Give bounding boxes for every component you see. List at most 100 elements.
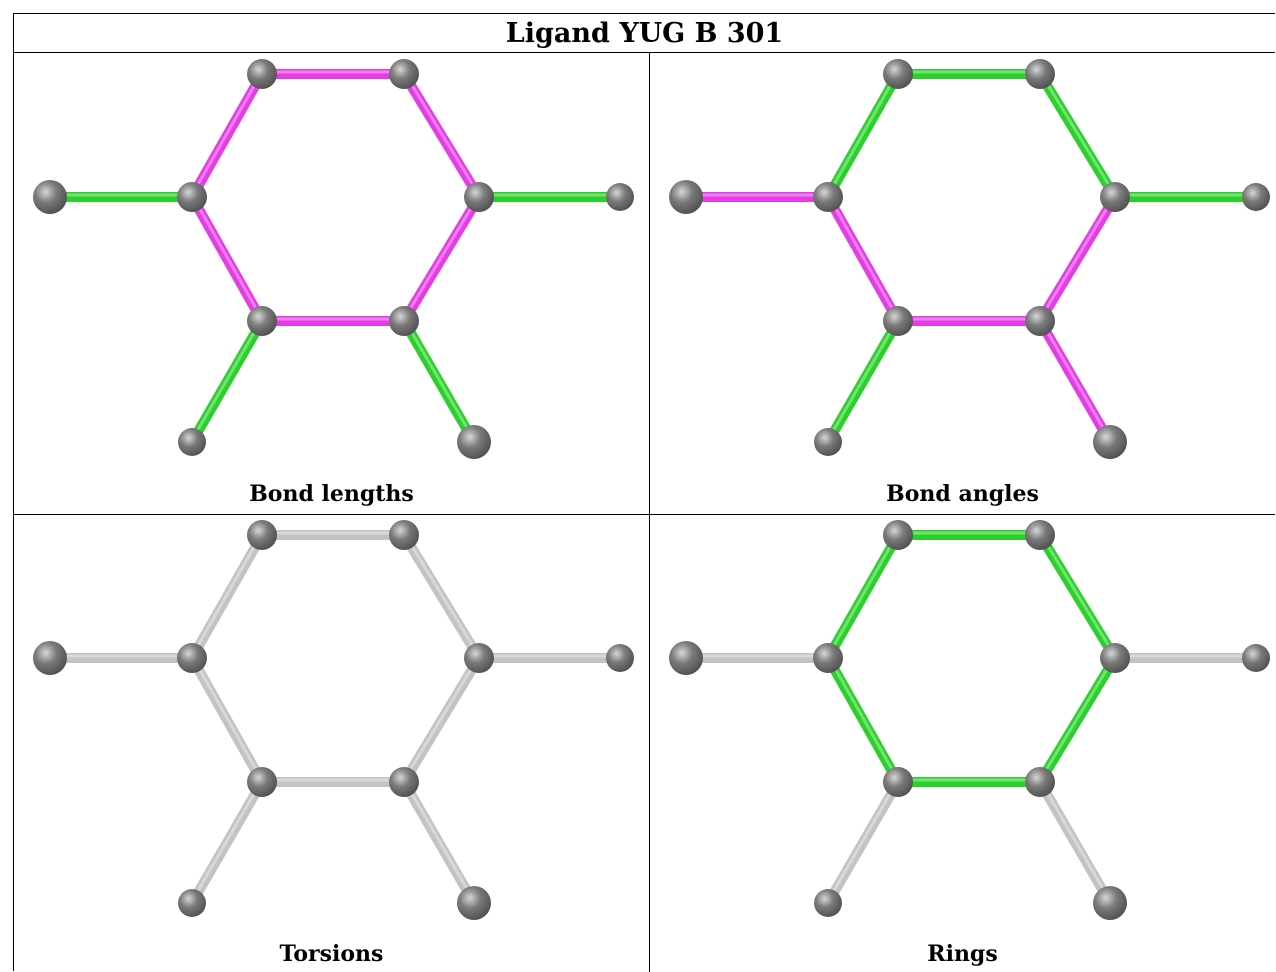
- panel-bond-lengths: Bond lengths: [14, 54, 649, 514]
- atom-1: [389, 520, 419, 550]
- bond-5-0: [187, 530, 267, 663]
- atom-1: [389, 59, 419, 89]
- atom-6: [669, 180, 703, 214]
- bond-highlight-3-9: [402, 778, 476, 903]
- bond-highlight-2-3: [402, 654, 481, 782]
- bond-2-3: [399, 653, 484, 787]
- atom-9: [1093, 425, 1127, 459]
- atom-5: [177, 182, 207, 212]
- bond-highlight-1-2: [1038, 531, 1117, 658]
- caption-bond-lengths: Bond lengths: [249, 481, 414, 507]
- vertical-divider: [649, 53, 650, 972]
- bond-1-2: [399, 530, 484, 663]
- atom-5: [813, 182, 843, 212]
- bond-highlight-4-8: [826, 317, 900, 442]
- bond-highlight-5-0: [190, 531, 264, 658]
- atom-4: [883, 767, 913, 797]
- molecule-bond-angles: [669, 59, 1270, 459]
- bond-2-3: [1035, 192, 1120, 326]
- atom-5: [177, 643, 207, 673]
- bond-highlight-3-9: [1038, 778, 1112, 903]
- bond-2-3: [1035, 653, 1120, 787]
- atom-2: [1100, 182, 1130, 212]
- atom-9: [1093, 886, 1127, 920]
- atom-5: [813, 643, 843, 673]
- atom-6: [33, 641, 67, 675]
- bond-highlight-4-8: [826, 778, 900, 903]
- atom-3: [389, 306, 419, 336]
- atom-4: [247, 767, 277, 797]
- atom-9: [457, 425, 491, 459]
- bond-highlight-5-0: [190, 70, 264, 197]
- bond-1-2: [1035, 530, 1120, 663]
- bond-4-5: [823, 653, 903, 787]
- atom-8: [178, 889, 206, 917]
- bond-highlight-3-9: [402, 317, 476, 442]
- bond-5-0: [823, 69, 903, 202]
- bond-highlight-4-8: [190, 778, 264, 903]
- atom-4: [883, 306, 913, 336]
- bond-4-8: [187, 777, 267, 908]
- bond-3-9: [1035, 316, 1115, 447]
- atom-1: [1025, 520, 1055, 550]
- bond-highlight-5-0: [826, 531, 900, 658]
- panel-torsions: Torsions: [14, 515, 649, 972]
- atom-9: [457, 886, 491, 920]
- panel-rings: Rings: [650, 515, 1275, 972]
- bond-4-8: [187, 316, 267, 447]
- bond-highlight-4-8: [190, 317, 264, 442]
- bond-1-2: [399, 69, 484, 202]
- atom-6: [669, 641, 703, 675]
- bond-highlight-4-5: [190, 193, 264, 321]
- bond-highlight-3-9: [1038, 317, 1112, 442]
- atom-0: [247, 59, 277, 89]
- atom-7: [606, 644, 634, 672]
- bond-5-0: [187, 69, 267, 202]
- atom-2: [464, 182, 494, 212]
- molecule-bond-lengths: [33, 59, 634, 459]
- bond-4-5: [823, 192, 903, 326]
- bond-highlight-4-5: [826, 654, 900, 782]
- title-row: Ligand YUG B 301: [14, 14, 1275, 53]
- bond-4-5: [187, 653, 267, 787]
- bond-highlight-4-5: [190, 654, 264, 782]
- figure-title: Ligand YUG B 301: [505, 17, 784, 49]
- caption-bond-angles: Bond angles: [886, 481, 1039, 507]
- bond-4-8: [823, 777, 903, 908]
- bond-4-5: [187, 192, 267, 326]
- horizontal-divider: [14, 514, 1275, 515]
- bond-2-3: [399, 192, 484, 326]
- bond-3-9: [399, 316, 479, 447]
- bond-5-0: [823, 530, 903, 663]
- bond-4-8: [823, 316, 903, 447]
- bond-highlight-2-3: [1038, 193, 1117, 321]
- bond-highlight-4-5: [826, 193, 900, 321]
- caption-torsions: Torsions: [279, 941, 384, 967]
- atom-3: [1025, 767, 1055, 797]
- bond-highlight-2-3: [1038, 654, 1117, 782]
- bond-3-9: [1035, 777, 1115, 908]
- atom-2: [1100, 643, 1130, 673]
- molecule-torsions: [33, 520, 634, 920]
- atom-3: [1025, 306, 1055, 336]
- atom-8: [178, 428, 206, 456]
- atom-0: [883, 59, 913, 89]
- atom-8: [814, 889, 842, 917]
- bond-1-2: [1035, 69, 1120, 202]
- bond-highlight-1-2: [1038, 70, 1117, 197]
- figure-frame: Ligand YUG B 301 Bond lengths Bond angle…: [13, 13, 1275, 972]
- atom-4: [247, 306, 277, 336]
- atom-7: [1242, 183, 1270, 211]
- bond-highlight-1-2: [402, 531, 481, 658]
- bond-highlight-2-3: [402, 193, 481, 321]
- panel-bond-angles: Bond angles: [650, 54, 1275, 514]
- atom-0: [883, 520, 913, 550]
- atom-7: [606, 183, 634, 211]
- atom-0: [247, 520, 277, 550]
- atom-2: [464, 643, 494, 673]
- atom-8: [814, 428, 842, 456]
- caption-rings: Rings: [927, 941, 998, 967]
- atom-3: [389, 767, 419, 797]
- bond-highlight-1-2: [402, 70, 481, 197]
- atom-6: [33, 180, 67, 214]
